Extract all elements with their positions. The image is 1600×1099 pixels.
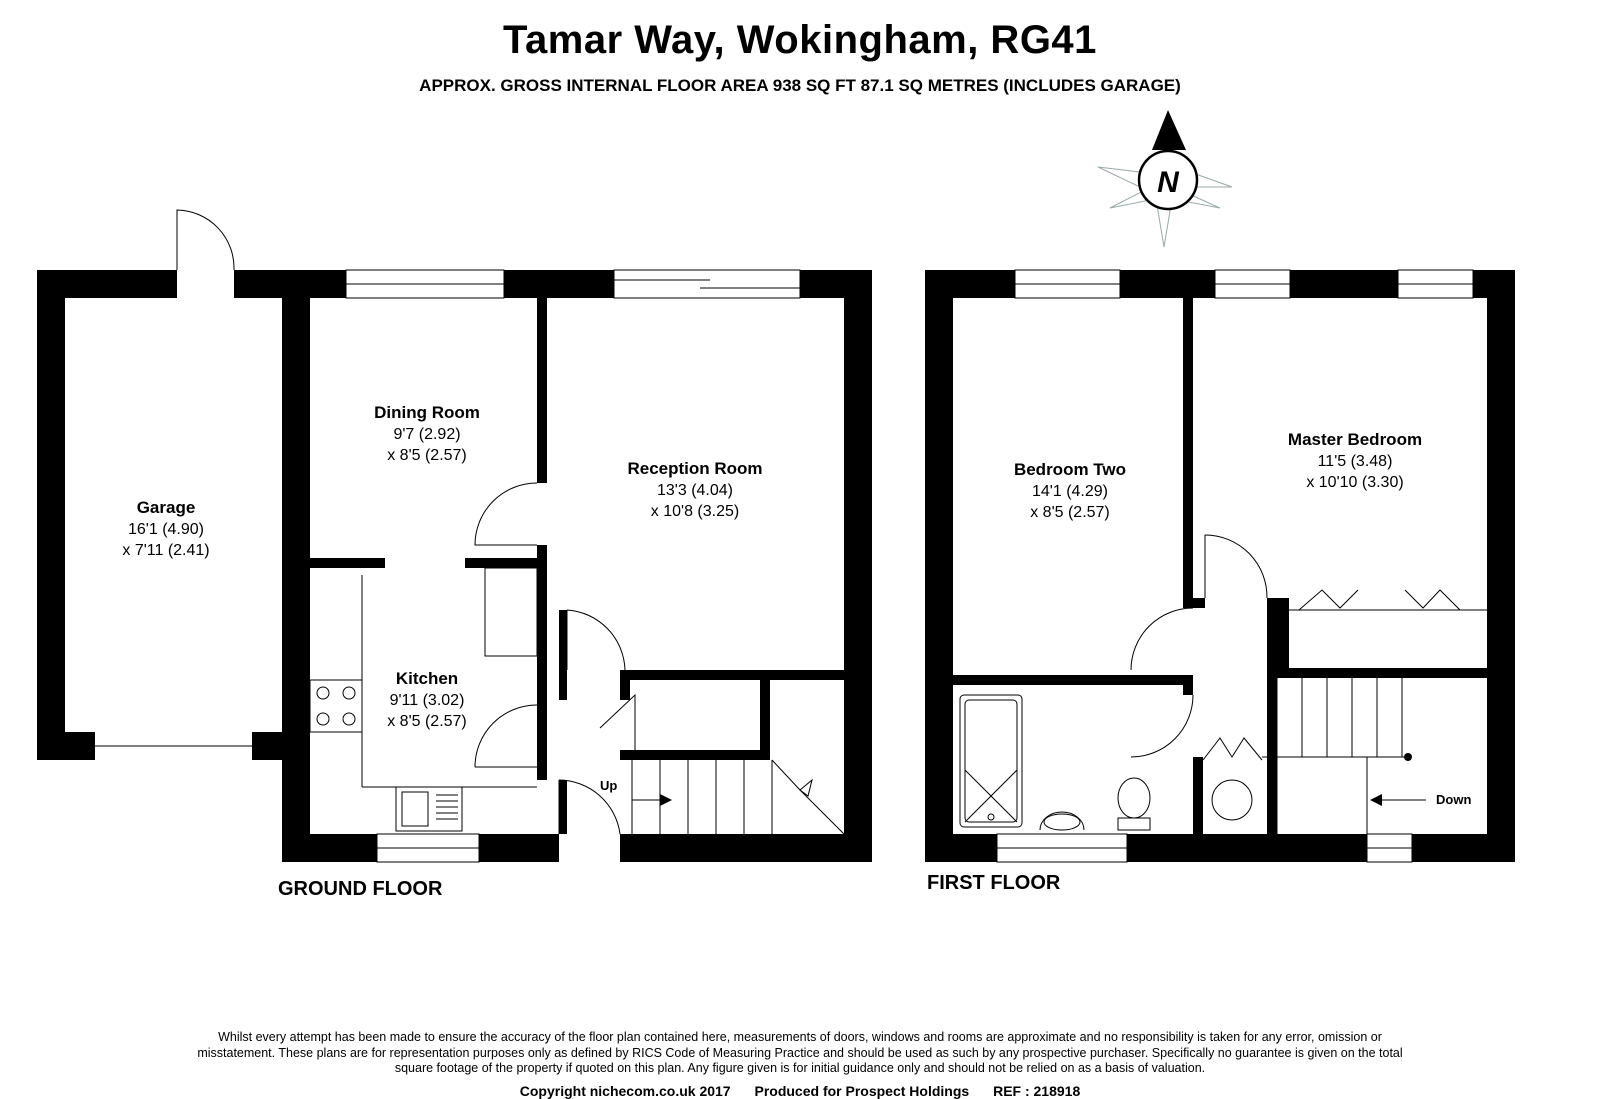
reference-text: REF : 218918 (993, 1083, 1081, 1099)
bedroom-two-name: Bedroom Two (1014, 460, 1126, 479)
stairs-ground (631, 759, 845, 835)
master-bedroom-dim2: x 10'10 (3.30) (1306, 474, 1403, 491)
sink-icon (395, 786, 463, 832)
bedroom-two-dim1: 14'1 (4.29) (1032, 483, 1108, 500)
garage-name: Garage (137, 498, 196, 517)
ground-floor-label: GROUND FLOOR (278, 878, 443, 900)
floor-area-subtitle: APPROX. GROSS INTERNAL FLOOR AREA 938 SQ… (419, 76, 1181, 95)
produced-for-text: Produced for Prospect Holdings (754, 1083, 970, 1099)
stairs-down-label: Down (1436, 792, 1471, 807)
kitchen-dim1: 9'11 (3.02) (390, 692, 465, 709)
hob-icon (309, 679, 363, 733)
garage-dim1: 16'1 (4.90) (128, 521, 204, 538)
compass-north-label: N (1157, 166, 1180, 199)
dining-room-dim2: x 8'5 (2.57) (387, 447, 467, 464)
master-bedroom-dim1: 11'5 (3.48) (1318, 453, 1393, 470)
plan-title: Tamar Way, Wokingham, RG41 (503, 18, 1097, 62)
copyright-text: Copyright nichecom.co.uk 2017 (519, 1083, 731, 1099)
bedroom-two-dim2: x 8'5 (2.57) (1030, 504, 1110, 521)
first-floor-label: FIRST FLOOR (927, 872, 1061, 894)
bath-icon (959, 694, 1023, 828)
kitchen-name: Kitchen (396, 669, 458, 688)
first-floor-plan: Bedroom Two 14'1 (4.29) x 8'5 (2.57) Mas… (925, 269, 1515, 894)
reception-room-name: Reception Room (627, 459, 762, 478)
disclaimer-text: Whilst every attempt has been made to en… (197, 1030, 1403, 1075)
garage-dim2: x 7'11 (2.41) (122, 542, 209, 559)
reception-room-dim2: x 10'8 (3.25) (651, 503, 739, 520)
copyright-line: Copyright nichecom.co.uk 2017 Produced f… (0, 1083, 1600, 1099)
toilet-icon (1117, 777, 1151, 831)
stairs-up-label: Up (600, 778, 617, 793)
ground-floor-plan: Garage 16'1 (4.90) x 7'11 (2.41) Dining … (37, 209, 872, 900)
dining-room-dim1: 9'7 (2.92) (393, 426, 460, 443)
master-bedroom-name: Master Bedroom (1288, 430, 1422, 449)
reception-room-dim1: 13'3 (4.04) (657, 482, 733, 499)
dining-room-name: Dining Room (374, 403, 480, 422)
boiler-icon (1202, 737, 1263, 821)
kitchen-dim2: x 8'5 (2.57) (387, 713, 467, 730)
stairs-first (1262, 678, 1426, 834)
down-arrow-icon (1370, 794, 1382, 806)
basin-icon (1039, 811, 1085, 831)
up-arrow-icon (660, 794, 672, 806)
compass-icon: N (1097, 110, 1233, 248)
